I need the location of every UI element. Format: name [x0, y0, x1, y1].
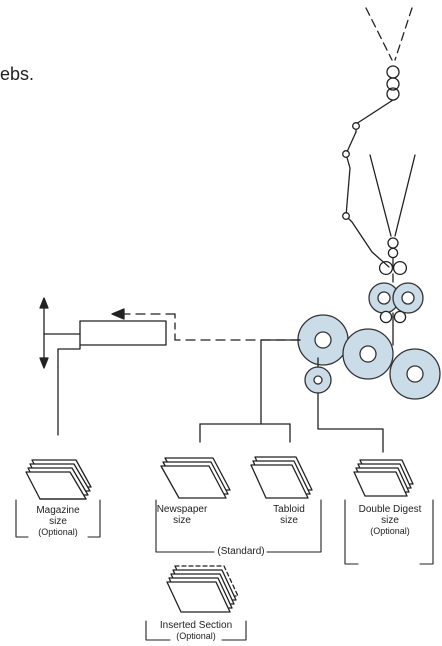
inserted-section-product-icon [166, 565, 239, 613]
guide-roller [342, 212, 350, 220]
delivery-conveyor [39, 297, 167, 369]
double-digest-product-icon [353, 459, 414, 497]
standard-label: (Standard) [217, 546, 265, 557]
web-path [342, 99, 394, 268]
magazine-product-icon [25, 459, 92, 500]
newspaper-size-label: Newspaper size [156, 504, 208, 526]
upper-roller-pair [386, 65, 400, 101]
cylinder-hubs [313, 291, 424, 385]
tabloid-product-icon [250, 456, 313, 499]
small-rollers-between [379, 310, 407, 346]
second-web [369, 154, 416, 268]
output-lines [57, 339, 384, 453]
inserted-section-label: Inserted Section (Optional) [159, 620, 233, 641]
tabloid-size-label: Tabloid size [273, 504, 305, 526]
double-digest-size-label: Double Digest size (Optional) [358, 504, 422, 536]
header-text-fragment: ebs. [0, 64, 35, 84]
guide-roller [352, 122, 360, 130]
upper-web-incoming [365, 7, 413, 61]
nip-rollers-top [378, 260, 408, 283]
newspaper-product-icon [160, 457, 231, 499]
guide-roller [342, 150, 350, 158]
magazine-size-label: Magazine size (Optional) [36, 505, 80, 537]
label-brackets [15, 499, 434, 641]
